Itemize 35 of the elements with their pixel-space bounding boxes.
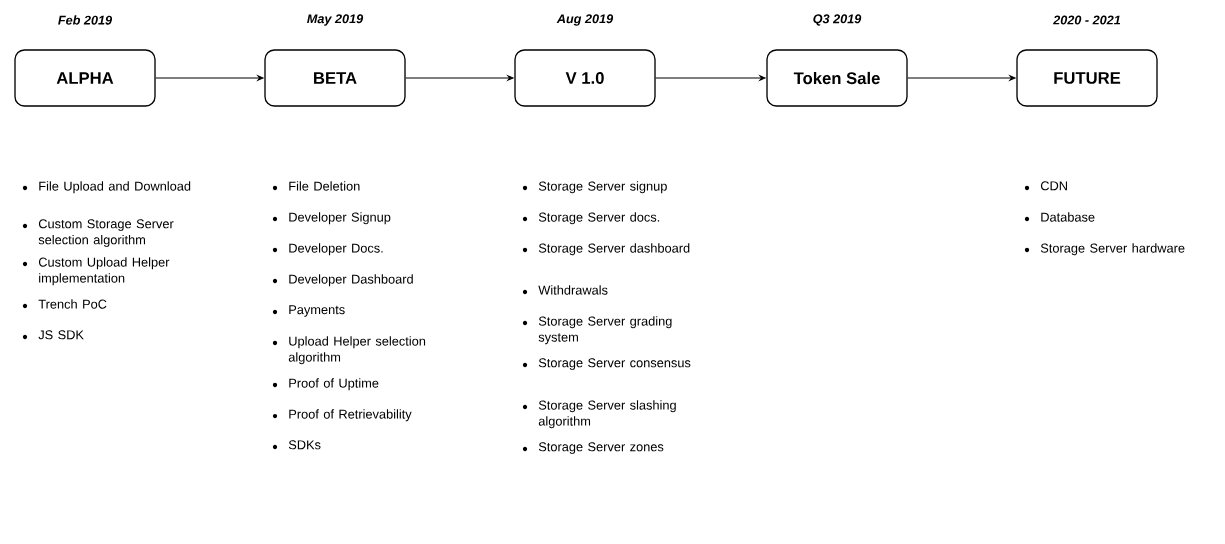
list-item: Storage Server zones — [538, 442, 664, 454]
list-item: Developer Signup — [289, 212, 391, 225]
stage-box: FUTURE — [1016, 49, 1158, 107]
date-label: Feb 2019 — [58, 15, 113, 25]
list-item: Developer Dashboard — [289, 274, 413, 287]
list-item: Storage Server slashing algorithm — [538, 400, 676, 429]
list-item: Proof of Uptime — [289, 378, 379, 391]
list-item: Payments — [289, 305, 345, 317]
list-item: File Upload and Download — [39, 181, 191, 194]
stage-box: ALPHA — [14, 49, 156, 107]
list-item: Custom Upload Helper implementation — [38, 257, 170, 286]
list-item: Upload Helper selection algorithm — [288, 336, 426, 365]
list-item: Database — [1041, 212, 1095, 222]
list-item: File Deletion — [289, 181, 360, 191]
list-item: Storage Server docs. — [538, 212, 660, 225]
date-label: 2020 - 2021 — [1053, 15, 1121, 25]
list-item: JS SDK — [38, 330, 84, 340]
list-item: Storage Server consensus — [538, 358, 691, 370]
list-item: CDN — [1040, 181, 1067, 191]
list-item: Custom Storage Server selection algorithm — [38, 219, 174, 247]
list-item: Storage Server signup — [538, 181, 667, 194]
stage-box: BETA — [264, 49, 406, 107]
list-item: Proof of Retrievability — [289, 409, 412, 422]
list-item: Trench PoC — [38, 299, 107, 309]
date-label: Aug 2019 — [556, 14, 614, 26]
list-item: Developer Docs. — [289, 243, 383, 256]
stage-box: Token Sale — [766, 49, 908, 107]
date-label: Q3 2019 — [813, 14, 862, 26]
date-label: May 2019 — [307, 14, 364, 26]
list-item: Storage Server hardware — [1040, 243, 1185, 256]
list-item: Withdrawals — [538, 285, 608, 295]
stage-box: V 1.0 — [514, 49, 656, 107]
list-item: SDKs — [288, 440, 321, 450]
list-item: Storage Server dashboard — [538, 243, 690, 256]
list-item: Storage Server grading system — [538, 316, 672, 345]
